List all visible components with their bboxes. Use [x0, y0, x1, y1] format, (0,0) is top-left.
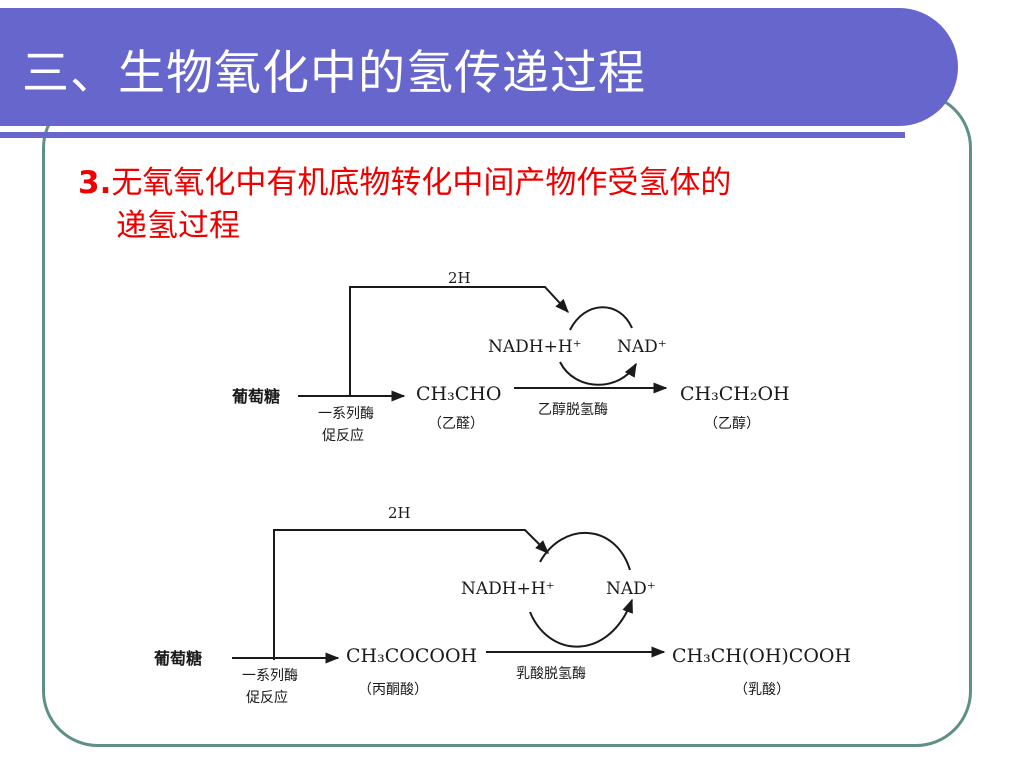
product-bottom: CH₃CH(OH)COOH: [672, 645, 851, 667]
series-label-top-1: 一系列酶: [318, 406, 374, 422]
substrate-bottom: 葡萄糖: [153, 649, 202, 668]
title-bar: [0, 8, 958, 126]
nad-cycle-bottom-upper: [539, 531, 631, 571]
heading-number: 3.: [78, 165, 112, 201]
diagram-lactate: [232, 529, 666, 664]
heading-line-2: 递氢过程: [116, 208, 240, 244]
series-label-bottom-1: 一系列酶: [242, 668, 298, 684]
nad-label-top: NAD⁺: [617, 337, 667, 357]
series-label-top-2: 促反应: [322, 427, 364, 444]
title-underline: [0, 132, 905, 138]
nad-label-bottom: NAD⁺: [606, 579, 656, 599]
nadh-label-top: NADH+H⁺: [488, 337, 582, 357]
intermediate-name-bottom: （丙酮酸）: [358, 682, 428, 698]
enzyme-top: 乙醇脱氢酶: [538, 401, 608, 418]
diagram-ethanol: [298, 286, 668, 402]
intermediate-bottom: CH₃COCOOH: [346, 645, 477, 667]
nad-cycle-top: [559, 361, 637, 386]
slide-title: 三、生物氧化中的氢传递过程: [22, 46, 646, 101]
hydrogen-path-bottom: [273, 529, 549, 660]
series-label-bottom-2: 促反应: [246, 689, 288, 706]
intermediate-name-top: （乙醛）: [428, 416, 484, 432]
product-name-bottom: （乳酸）: [734, 682, 790, 698]
product-top: CH₃CH₂OH: [680, 383, 790, 405]
nadh-label-bottom: NADH+H⁺: [461, 579, 555, 599]
section-heading: 3.无氧氧化中有机底物转化中间产物作受氢体的 递氢过程: [78, 162, 938, 248]
heading-line-1: 无氧氧化中有机底物转化中间产物作受氢体的: [111, 165, 732, 201]
nad-cycle-top-upper: [569, 306, 633, 331]
hydrogen-label-bottom: 2H: [388, 504, 411, 522]
nad-cycle-bottom: [529, 598, 633, 648]
product-name-top: （乙醇）: [704, 415, 760, 432]
hydrogen-label-top: 2H: [448, 269, 471, 287]
substrate-top: 葡萄糖: [231, 387, 280, 406]
hydrogen-path-top: [349, 286, 569, 396]
intermediate-top: CH₃CHO: [416, 383, 501, 405]
enzyme-bottom: 乳酸脱氢酶: [516, 666, 586, 682]
